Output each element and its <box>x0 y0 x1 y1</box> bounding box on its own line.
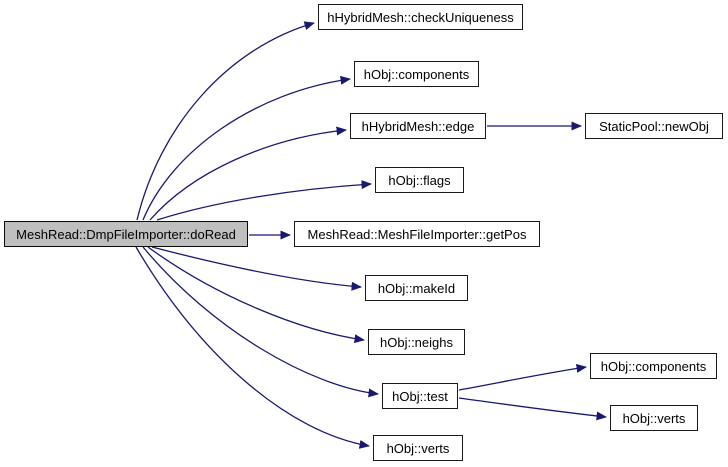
node-verts-right[interactable]: hObj::verts <box>610 405 698 431</box>
node-newObj[interactable]: StaticPool::newObj <box>585 113 723 139</box>
node-neighs[interactable]: hObj::neighs <box>368 329 465 355</box>
edge-doRead-edge <box>149 126 347 221</box>
edge-doRead-makeId <box>151 246 362 291</box>
node-flags[interactable]: hObj::flags <box>375 167 464 193</box>
node-verts-bottom[interactable]: hObj::verts <box>373 435 463 461</box>
node-checkUniqueness[interactable]: hHybridMesh::checkUniqueness <box>318 4 523 30</box>
node-components-right[interactable]: hObj::components <box>590 353 717 379</box>
node-test[interactable]: hObj::test <box>382 383 458 409</box>
node-edge[interactable]: hHybridMesh::edge <box>350 113 486 139</box>
edge-test-verts2 <box>458 397 607 421</box>
node-getPos[interactable]: MeshRead::MeshFileImporter::getPos <box>294 221 540 247</box>
edge-doRead-verts1 <box>135 246 370 449</box>
edge-test-components2 <box>458 363 587 391</box>
node-components-mid[interactable]: hObj::components <box>354 61 479 87</box>
node-makeId[interactable]: hObj::makeId <box>365 275 468 301</box>
edge-doRead-checkUniqueness <box>136 21 315 221</box>
edge-doRead-neighs <box>147 246 365 344</box>
edge-doRead-components1 <box>142 75 351 221</box>
edge-doRead-test <box>142 246 379 398</box>
edge-doRead-flags <box>156 180 372 221</box>
node-doRead: MeshRead::DmpFileImporter::doRead <box>4 221 248 247</box>
